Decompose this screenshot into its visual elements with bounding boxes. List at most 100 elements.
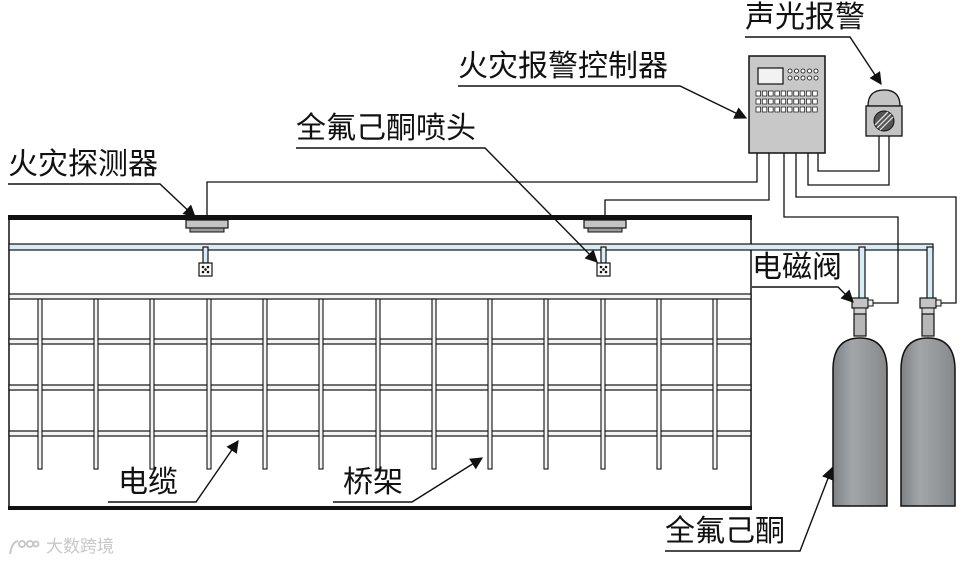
nozzle-branch-right <box>600 246 607 264</box>
controller-key <box>812 98 818 105</box>
controller-key <box>787 68 793 74</box>
solenoid-valve-left <box>851 297 874 315</box>
wire-alarm-inner <box>817 136 880 172</box>
agent-pipe-network <box>8 243 934 300</box>
controller-key <box>812 90 818 97</box>
tray-post-13 <box>712 298 718 470</box>
controller-key <box>807 75 812 81</box>
controller-key <box>755 106 761 113</box>
label-nozzle: 全氟己酮喷头 <box>296 111 476 146</box>
controller-key <box>794 68 799 74</box>
pipe-drop-left <box>858 246 866 300</box>
nozzle-branch-left <box>202 246 209 264</box>
tray-post-7 <box>375 298 381 470</box>
controller-key <box>780 98 787 105</box>
controller-key <box>787 90 793 97</box>
tunnel-floor <box>8 506 752 510</box>
controller-key <box>793 98 799 105</box>
controller-key <box>806 106 812 113</box>
tray-post-9 <box>487 298 493 470</box>
control-wiring <box>206 136 957 304</box>
tray-post-5 <box>262 298 268 470</box>
controller-key <box>774 106 780 113</box>
controller-key <box>761 90 768 97</box>
controller-key <box>780 90 787 97</box>
controller-key <box>780 106 787 113</box>
controller-key <box>761 98 768 105</box>
controller-key <box>755 98 761 105</box>
wire-detector-right <box>604 153 770 215</box>
controller-key <box>755 90 761 97</box>
controller-key <box>813 75 819 81</box>
fire-detector-left <box>185 219 229 233</box>
leader-solenoid-valve <box>752 286 854 303</box>
tray-post-1 <box>37 298 43 470</box>
label-detector: 火灾探测器 <box>8 147 158 182</box>
agent-cylinder-left <box>832 313 888 507</box>
wire-detector-left <box>206 153 758 215</box>
wire-valve-left <box>783 153 899 304</box>
controller-key <box>787 75 793 81</box>
label-solenoid-valve: 电磁阀 <box>752 250 842 285</box>
fire-alarm-controller <box>748 55 826 154</box>
controller-key <box>800 75 806 81</box>
controller-key <box>768 98 774 105</box>
controller-key <box>799 98 805 105</box>
tray-post-6 <box>318 298 324 470</box>
nozzle-left <box>198 262 213 277</box>
controller-key <box>799 90 805 97</box>
leader-agent <box>665 466 834 552</box>
controller-key <box>799 106 805 113</box>
label-cable: 电缆 <box>118 465 178 500</box>
wire-alarm-outer <box>807 136 890 186</box>
leader-detector <box>8 183 196 218</box>
tunnel-ceiling <box>8 215 752 220</box>
controller-key <box>806 98 812 105</box>
tray-post-10 <box>543 298 549 470</box>
tray-post-11 <box>600 298 606 470</box>
tunnel <box>8 215 752 510</box>
nozzle-right <box>596 262 611 277</box>
leader-alarm-light <box>745 36 882 86</box>
tray-post-8 <box>431 298 437 470</box>
leader-tray <box>333 457 484 503</box>
tray-post-2 <box>93 298 99 470</box>
solenoid-valve-right <box>919 297 942 315</box>
controller-key <box>800 68 806 74</box>
leader-controller <box>458 85 748 119</box>
controller-key <box>768 106 774 113</box>
controller-key <box>813 68 819 74</box>
cable-tray-posts <box>37 298 718 470</box>
pipe-drop-right <box>926 246 934 300</box>
leader-lines <box>8 36 882 552</box>
tray-post-4 <box>206 298 212 470</box>
fire-detector-right <box>583 219 627 233</box>
tray-post-3 <box>149 298 155 470</box>
tray-post-12 <box>656 298 662 470</box>
label-controller: 火灾报警控制器 <box>458 49 668 84</box>
controller-key <box>812 106 818 113</box>
label-tray: 桥架 <box>343 465 403 500</box>
controller-screen <box>757 67 784 85</box>
controller-key <box>774 98 780 105</box>
controller-key <box>807 68 812 74</box>
leader-cable <box>108 439 239 503</box>
controller-key <box>806 90 812 97</box>
watermark-logo-icon <box>8 538 40 556</box>
watermark-text: 大数跨境 <box>46 537 114 557</box>
controller-key <box>787 98 793 105</box>
agent-cylinder-right <box>900 313 956 507</box>
controller-keypad <box>755 68 819 113</box>
wire-valve-right <box>795 153 957 304</box>
tray-rail-1 <box>8 293 752 300</box>
controller-key <box>787 106 793 113</box>
label-alarm-light: 声光报警 <box>745 0 865 35</box>
leader-nozzle <box>296 147 598 263</box>
controller-key <box>761 106 768 113</box>
controller-key <box>793 106 799 113</box>
controller-key <box>774 90 780 97</box>
audible-visual-alarm <box>865 89 903 137</box>
controller-key <box>768 90 774 97</box>
label-agent-cylinder: 全氟己酮 <box>665 514 785 549</box>
